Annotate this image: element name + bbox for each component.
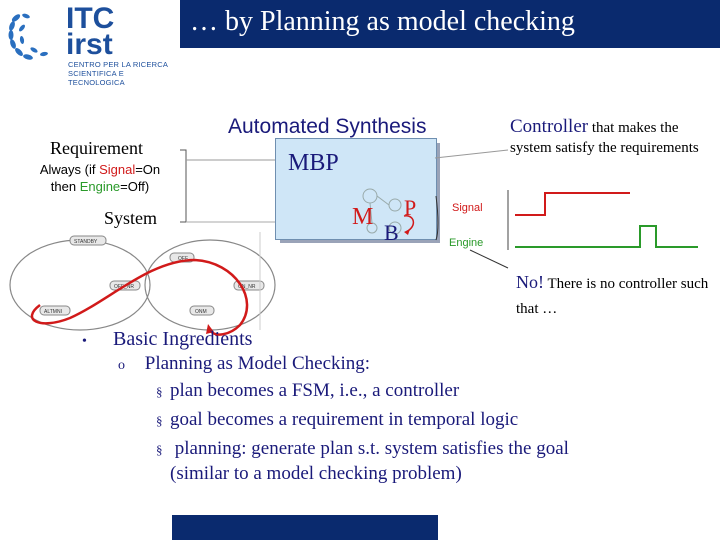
bullet-item: § plan becomes a FSM, i.e., a controller	[156, 379, 702, 404]
synthesis-title: Automated Synthesis	[228, 115, 427, 138]
close-paren: )	[144, 179, 150, 194]
state-off: OFF	[178, 256, 188, 262]
laurel-wreath-icon	[8, 13, 48, 60]
item-planning-cont: (similar to a model checking problem)	[170, 463, 462, 484]
controller-connector	[434, 149, 509, 159]
controller-lead: Controller	[510, 116, 589, 137]
state-standby: STANDBY	[74, 239, 98, 245]
footer-bar	[172, 515, 438, 540]
section-bullet-icon: §	[156, 413, 163, 428]
mbp-output-brace	[435, 195, 439, 241]
item-goal: goal becomes a requirement in temporal l…	[170, 409, 519, 430]
state-nodes: STANDBY OFF OFF_NR ON_NR ALTMNI ONM	[39, 235, 265, 316]
bullet-list: • Basic Ingredients o Planning as Model …	[82, 328, 702, 486]
then-text: then	[50, 179, 80, 194]
bullet-dot-icon: •	[82, 334, 87, 349]
basic-ingredients: Basic Ingredients	[113, 328, 253, 350]
eq-off: =Off	[120, 179, 145, 194]
logo-main: ITC	[66, 2, 115, 35]
mbp-p: P	[404, 195, 416, 220]
mbp-label: MBP	[288, 150, 339, 176]
signal-label: Signal	[452, 202, 483, 214]
requirement-bracket	[180, 149, 187, 223]
mbp-inner-graph	[362, 188, 402, 235]
logo-caption-2: SCIENTIFICA E TECNOLOGICA	[68, 69, 125, 87]
title-bar	[180, 0, 720, 48]
engine-word: Engine	[79, 179, 121, 194]
state-altmni: ALTMNI	[44, 309, 62, 315]
logo-sub: irst	[66, 28, 113, 61]
no-controller-text: No! There is no controller such that …	[516, 270, 716, 322]
mbp-m: M	[352, 204, 373, 230]
mbp-arrowhead	[404, 229, 410, 235]
no-rest: There is no controller such that …	[516, 276, 709, 317]
requirement-title: Requirement	[50, 138, 143, 158]
state-on-nr: ON_NR	[238, 284, 256, 290]
bullet-level1: • Basic Ingredients	[82, 328, 702, 351]
eq-on: =On	[135, 162, 161, 177]
signal-word: Signal	[99, 162, 136, 177]
signal-trace	[515, 192, 630, 216]
mbp-b: B	[384, 220, 399, 245]
mbp-box	[275, 138, 437, 240]
engine-label: Engine	[449, 237, 484, 249]
item-planning: planning: generate plan s.t. system sati…	[170, 438, 569, 459]
counterexample-arrowhead	[206, 324, 214, 334]
bullet-level2: o Planning as Model Checking:	[118, 353, 702, 375]
planning-as-mc: Planning as Model Checking:	[144, 353, 371, 374]
itc-irst-logo: ITC irst CENTRO PER LA RICERCA SCIENTIFI…	[4, 2, 180, 87]
section-bullet-icon: §	[156, 442, 163, 457]
counterexample-path	[30, 258, 249, 336]
controller-rest: that makes the system satisfy the requir…	[510, 120, 699, 156]
state-onm: ONM	[195, 309, 207, 315]
requirement-formula: Always (if Signal=On then Engine=Off)	[20, 161, 180, 195]
section-bullet-icon: §	[156, 384, 163, 399]
system-label: System	[104, 208, 158, 228]
item-plan: plan becomes a FSM, i.e., a controller	[170, 380, 460, 401]
always-text: Always (if	[39, 162, 100, 177]
slide-title: … by Planning as model checking	[190, 6, 575, 37]
no-connector	[469, 249, 509, 269]
logo-caption-1: CENTRO PER LA RICERCA	[68, 60, 169, 69]
bullet-item: § goal becomes a requirement in temporal …	[156, 408, 702, 433]
controller-description: Controller that makes the system satisfy…	[510, 117, 720, 158]
bullet-item: § planning: generate plan s.t. system sa…	[156, 437, 702, 486]
engine-trace	[515, 225, 698, 248]
circle-bullet-icon: o	[118, 358, 125, 373]
no-lead: No!	[516, 272, 544, 292]
